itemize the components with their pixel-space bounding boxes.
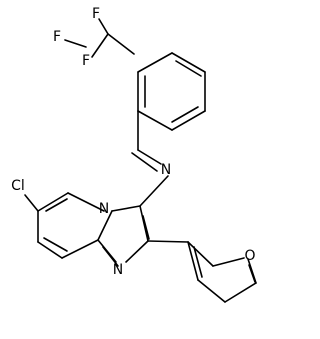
imidazopyridine-core [24,192,150,267]
imine-nitrogen-label: N [161,162,171,178]
chemical-structure: F F F N Cl N N O [11,6,257,303]
fluorine-atom-label: F [92,6,100,22]
furan-oxygen-label: O [244,248,255,264]
benzene-ring [137,52,206,131]
fluorine-atom-label: F [82,53,90,69]
furan-ring [147,240,257,303]
trifluoromethyl-group [64,18,135,58]
ring-nitrogen-label: N [113,262,123,278]
fluorine-atom-label: F [53,29,61,45]
imine-linker [131,110,169,207]
chlorine-atom-label: Cl [11,178,25,194]
bridgehead-nitrogen-label: N [99,201,109,217]
